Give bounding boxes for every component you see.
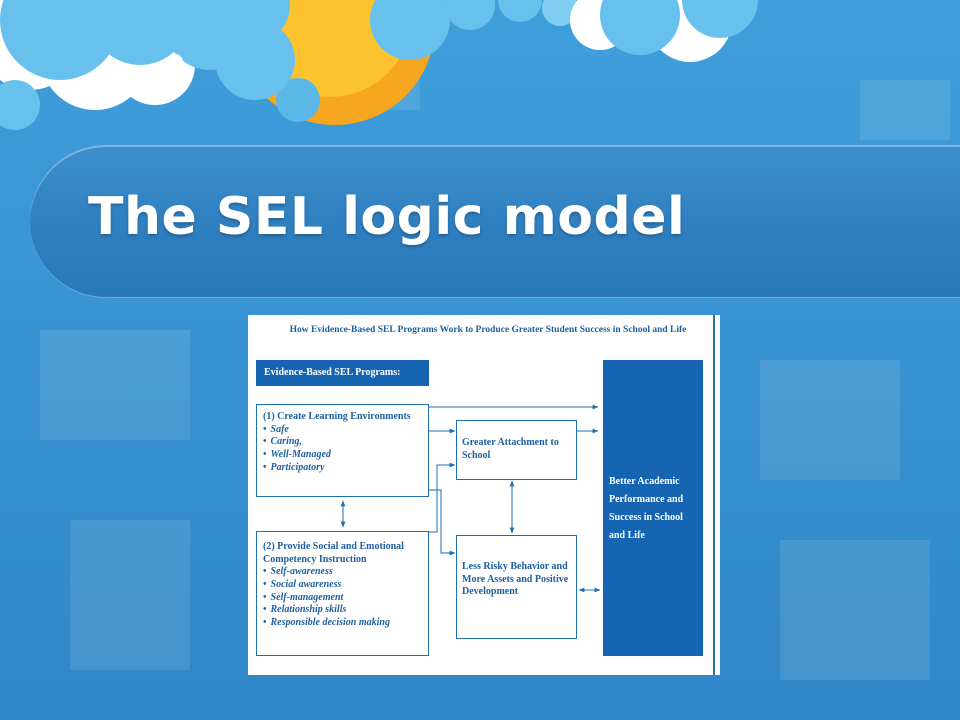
- list-item: Relationship skills: [263, 604, 422, 617]
- box-create-learning-environments: (1) Create Learning Environments Safe Ca…: [256, 404, 429, 497]
- diagram-connectors: [340, 404, 601, 593]
- box2-list: Self-awareness Social awareness Self-man…: [263, 566, 422, 630]
- title-band: [30, 145, 960, 297]
- list-item: Self-awareness: [263, 566, 422, 579]
- list-item: Participatory: [263, 462, 422, 475]
- slide-title: The SEL logic model: [88, 187, 686, 247]
- figure-edge: [710, 315, 720, 675]
- arrow-box1-to-risky: [429, 489, 456, 556]
- list-item: Caring,: [263, 436, 422, 449]
- list-item: Responsible decision making: [263, 617, 422, 630]
- cloud-icon: [370, 0, 578, 60]
- box1-list: Safe Caring, Well-Managed Participatory: [263, 424, 422, 475]
- box-better-academic-performance: Better Academic Performance and Success …: [603, 360, 703, 656]
- cloud-icon: [570, 0, 758, 62]
- box-greater-attachment: Greater Attachment to School: [456, 420, 577, 480]
- box2-title: (2) Provide Social and Emotional Compete…: [263, 541, 404, 565]
- list-item: Self-management: [263, 592, 422, 605]
- risky-text: Less Risky Behavior and More Assets and …: [462, 561, 569, 597]
- box1-title: (1) Create Learning Environments: [263, 411, 411, 422]
- list-item: Social awareness: [263, 579, 422, 592]
- sel-logic-model-figure: How Evidence-Based SEL Programs Work to …: [248, 315, 720, 675]
- arrow-box2-to-attachment: [429, 462, 456, 533]
- figure-caption: How Evidence-Based SEL Programs Work to …: [289, 325, 687, 335]
- box-less-risky-behavior: Less Risky Behavior and More Assets and …: [456, 535, 577, 639]
- attachment-text: Greater Attachment to School: [462, 437, 559, 461]
- list-item: Safe: [263, 424, 422, 437]
- list-item: Well-Managed: [263, 449, 422, 462]
- programs-header: Evidence-Based SEL Programs:: [256, 360, 429, 386]
- cloud-icon: [0, 0, 320, 130]
- box-social-emotional-instruction: (2) Provide Social and Emotional Compete…: [256, 531, 429, 656]
